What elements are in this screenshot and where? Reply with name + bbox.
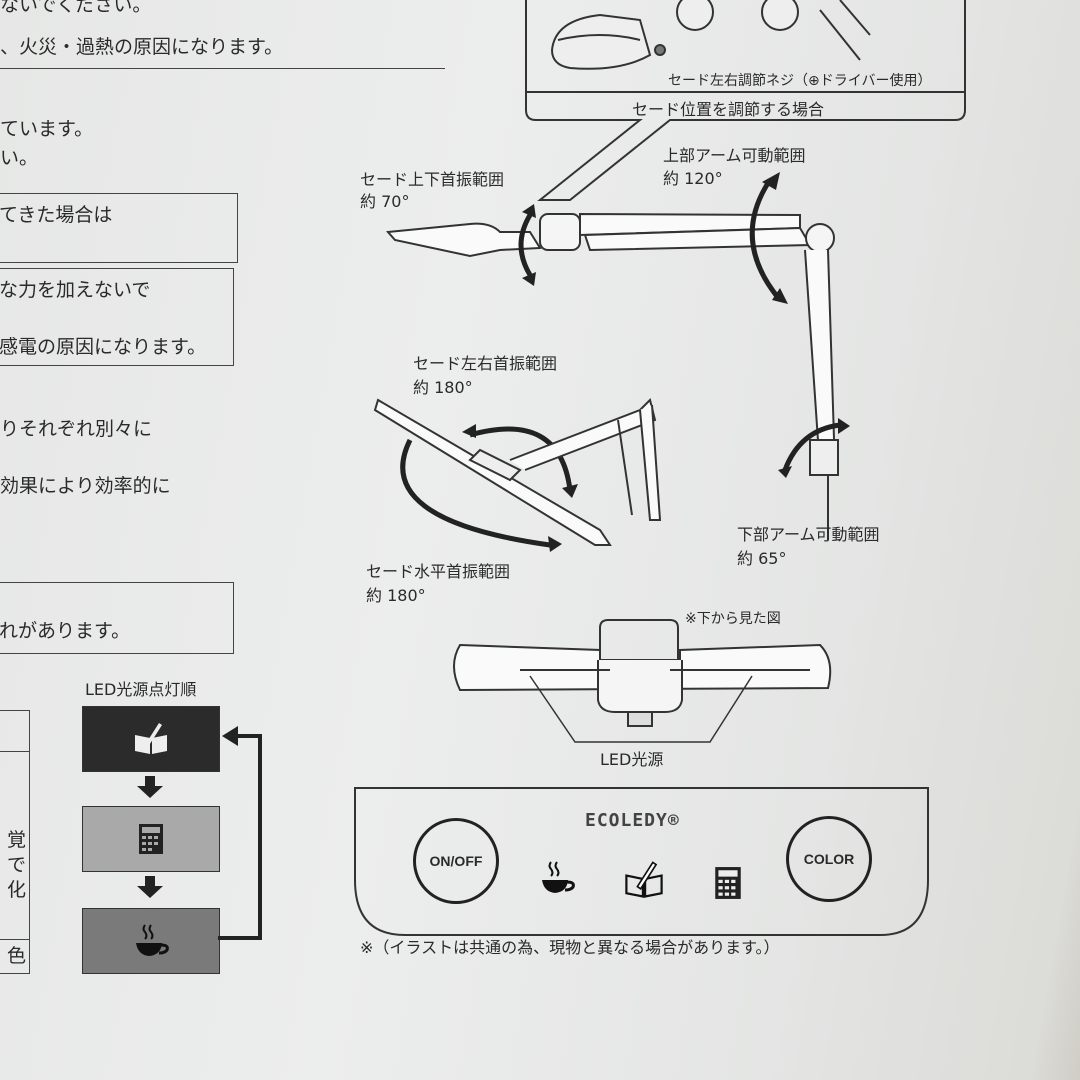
shade-horizontal-value: 約 180° (366, 586, 426, 605)
table-cell: 色 (7, 945, 27, 967)
text-line: い。 (0, 147, 39, 169)
ecoledy-logo: ECOLEDY® (585, 810, 680, 831)
lower-arm-value: 約 65° (737, 549, 787, 568)
divider (0, 68, 445, 69)
shade-tilt-value: 約 70° (360, 192, 410, 211)
on-off-button[interactable]: ON/OFF (413, 818, 499, 904)
text-line: ています。 (0, 118, 94, 140)
text-line: 感電の原因になります。 (0, 336, 207, 358)
caution-box: てきた場合は (0, 193, 238, 263)
footnote: ※（イラストは共通の為、現物と異なる場合があります。） (360, 938, 780, 957)
led-step-calculator (82, 806, 220, 872)
shade-swivel-label: セード左右首振範囲 (413, 354, 558, 373)
calculator-icon (715, 867, 741, 899)
control-panel-outline (354, 787, 929, 936)
caution-box: な力を加えないで 感電の原因になります。 (0, 268, 234, 366)
table-cell: で (7, 854, 27, 876)
adjust-caption: セード位置を調節する場合 (632, 100, 825, 119)
upper-arm-label: 上部アーム可動範囲 (663, 146, 806, 165)
color-button[interactable]: COLOR (786, 816, 872, 902)
text-line: てきた場合は (0, 204, 113, 226)
text-line: ないでください。 (0, 0, 152, 16)
book-pen-icon (135, 723, 167, 754)
shade-swivel-value: 約 180° (413, 378, 473, 397)
upper-arm-value: 約 120° (663, 169, 723, 188)
text-line: れがあります。 (0, 620, 131, 642)
led-step-coffee (82, 908, 220, 974)
calculator-icon (139, 824, 163, 854)
text-line: 、火災・過熱の原因になります。 (0, 36, 284, 58)
led-order-title: LED光源点灯順 (85, 680, 197, 699)
shade-tilt-label: セード上下首振範囲 (360, 170, 505, 189)
shade-horizontal-label: セード水平首振範囲 (366, 562, 511, 581)
coffee-cup-icon (136, 924, 169, 956)
color-label: COLOR (803, 851, 855, 867)
lower-arm-label: 下部アーム可動範囲 (737, 525, 880, 544)
led-source-label: LED光源 (600, 750, 664, 769)
table-cell: 化 (7, 879, 27, 901)
screw-label: セード左右調節ネジ（⊕ドライバー使用） (668, 73, 932, 89)
text-line: な力を加えないで (0, 279, 151, 301)
coffee-cup-icon (542, 861, 575, 893)
bottom-view-note: ※下から見た図 (685, 611, 781, 627)
callout-box (525, 0, 966, 201)
book-pen-icon (625, 861, 663, 898)
on-off-label: ON/OFF (429, 853, 483, 869)
table-cell: 覚 (7, 829, 27, 851)
caution-box: れがあります。 (0, 582, 234, 654)
text-line: りそれぞれ別々に (0, 418, 153, 440)
table-fragment: 覚 で 化 色 (0, 710, 30, 974)
text-line: 効果により効率的に (0, 475, 171, 497)
